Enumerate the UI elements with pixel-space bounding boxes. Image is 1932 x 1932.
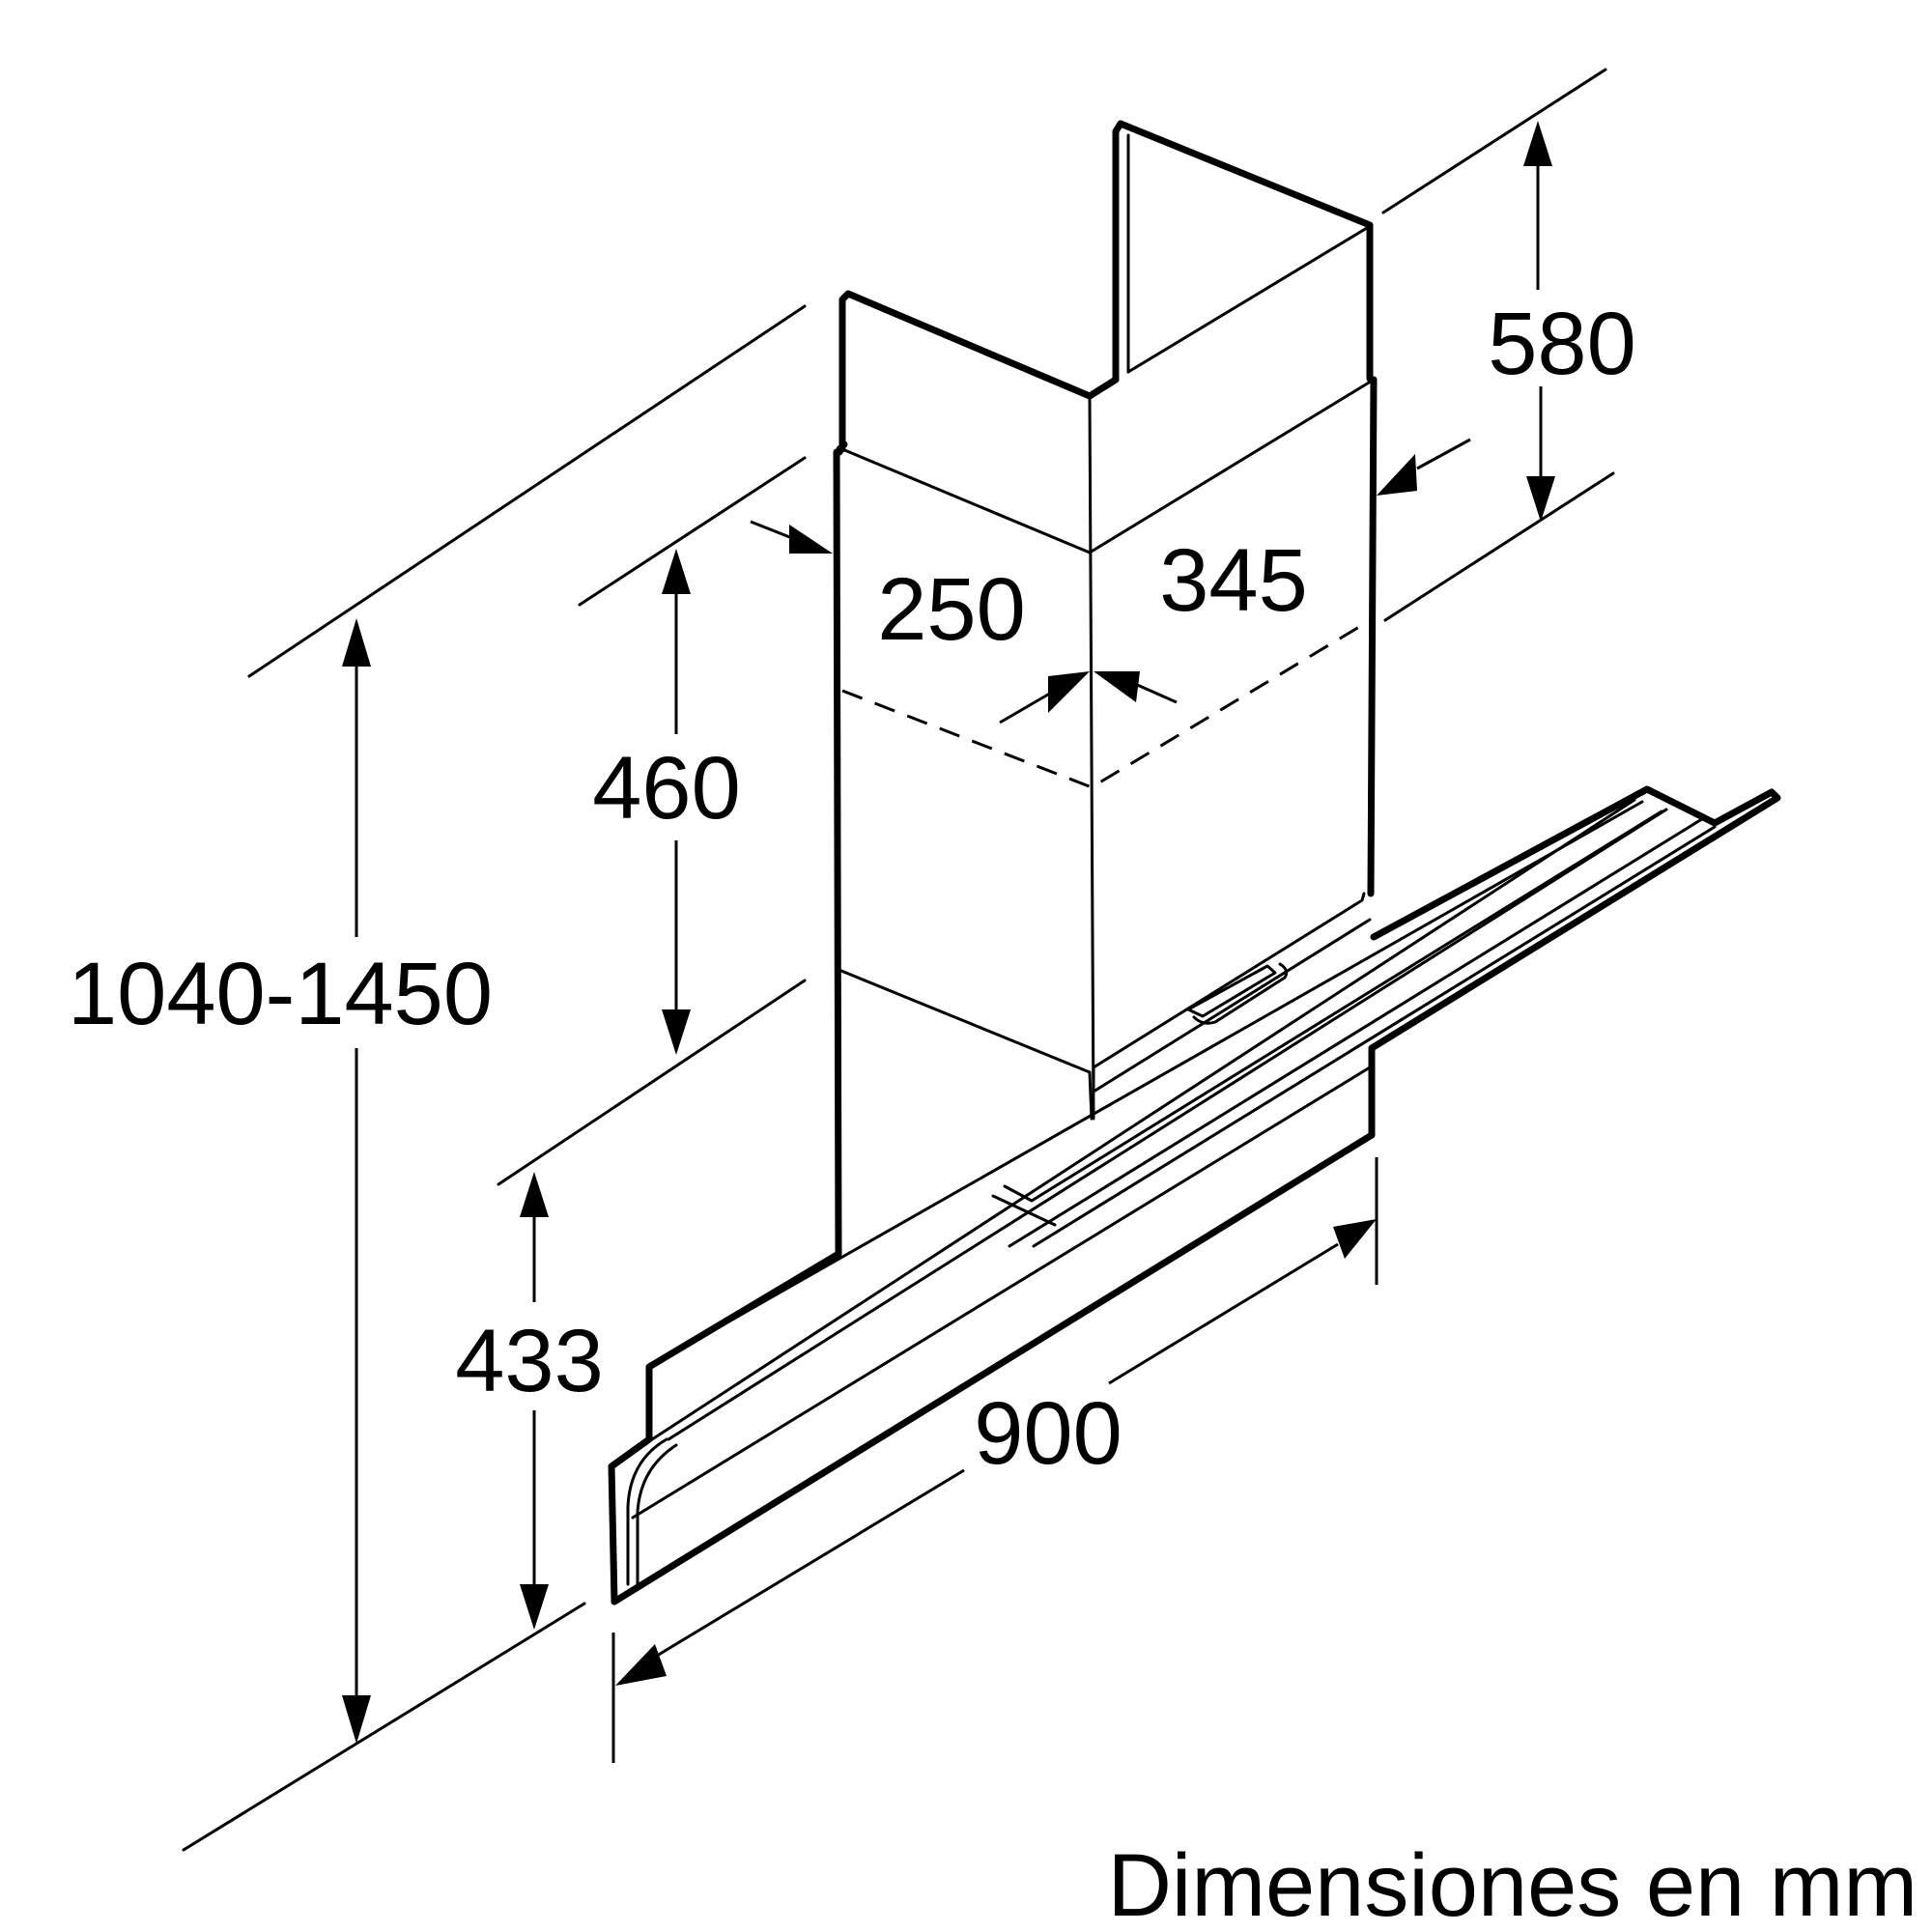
dimension-canopy-height: 433 bbox=[455, 1172, 604, 1630]
dimension-total-height: 1040-1450 bbox=[68, 618, 493, 1744]
dimension-width: 900 bbox=[611, 1157, 1378, 1763]
dimension-label-chimney-width: 250 bbox=[877, 560, 1026, 659]
hood-canopy bbox=[608, 785, 1781, 1605]
arrow-up-icon bbox=[520, 1172, 549, 1217]
arrow-up-icon bbox=[342, 618, 371, 667]
arrow-right-icon bbox=[789, 525, 833, 554]
arrow-up-icon bbox=[1523, 121, 1552, 166]
dimension-label-width: 900 bbox=[974, 1384, 1122, 1483]
dimension-chimney-depth: 345 bbox=[1094, 438, 1471, 704]
dimension-label-canopy-height: 433 bbox=[455, 1312, 604, 1410]
upper-chimney bbox=[838, 120, 1374, 453]
dimension-label-total-height: 1040-1450 bbox=[68, 945, 493, 1043]
dimension-label-chimney-upper: 580 bbox=[1488, 295, 1636, 393]
arrow-right-icon bbox=[1048, 671, 1090, 713]
dimension-chimney-width: 250 bbox=[750, 520, 1090, 724]
arrow-left-icon bbox=[1377, 454, 1417, 496]
arrow-up-icon bbox=[662, 549, 691, 594]
arrow-down-icon bbox=[662, 1009, 691, 1055]
arrow-left-icon bbox=[615, 1644, 667, 1686]
arrow-right-icon bbox=[1333, 1219, 1377, 1259]
lower-chimney bbox=[833, 376, 1378, 1258]
arrow-down-icon bbox=[520, 1584, 549, 1630]
dimension-label-chimney-lower: 460 bbox=[592, 739, 741, 838]
units-caption: Dimensiones en mm bbox=[1107, 1836, 1918, 1932]
arrow-left-icon bbox=[1094, 671, 1140, 702]
arrow-down-icon bbox=[342, 1695, 371, 1744]
dimension-label-chimney-depth: 345 bbox=[1159, 531, 1308, 630]
dimension-chimney-upper: 580 bbox=[1488, 121, 1636, 522]
dimension-chimney-lower: 460 bbox=[592, 549, 741, 1055]
wall-reference-lines bbox=[182, 68, 1615, 1852]
arrow-down-icon bbox=[1526, 476, 1555, 522]
